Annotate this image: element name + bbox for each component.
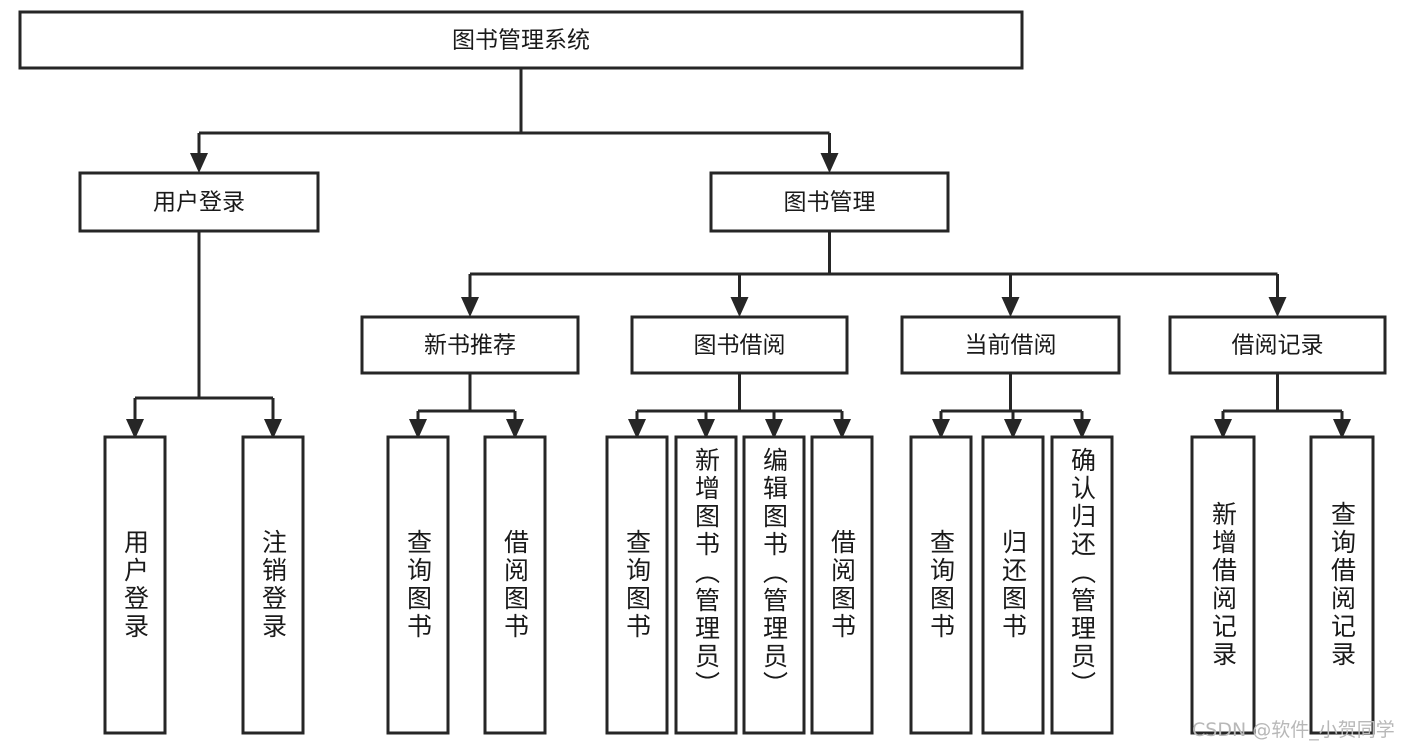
leaf-box-rect [103,435,167,735]
level2-label-0: 用户登录 [153,190,245,216]
leaf-box-rect [1309,435,1375,735]
arrow-down-icon [628,419,646,439]
arrow-down-icon [697,419,715,439]
leaf-label: 查询图书 [926,529,956,641]
leaf-box-rect [742,435,806,735]
leaf-box-1 [241,435,305,735]
root-box-rect [18,10,1024,70]
leaf-box-rect [810,435,874,735]
leaf-box-7 [810,435,874,735]
level3-box-1 [630,315,849,375]
arrow-down-icon [833,419,851,439]
leaf-box-rect [1190,435,1256,735]
leaf-box-rect [386,435,450,735]
root-label-0: 图书管理系统 [452,28,590,54]
leaf-box-6 [742,435,806,735]
level3-label-0: 新书推荐 [424,333,516,359]
leaf-label: 注销登录 [258,529,288,641]
arrow-down-icon [1268,297,1287,317]
leaf-box-12 [1309,435,1375,735]
arrow-down-icon [1001,297,1020,317]
arrow-down-icon [1073,419,1091,439]
level2-box-1 [709,171,950,233]
leaf-box-11 [1190,435,1256,735]
leaf-label: 查询图书 [403,529,433,641]
level3-box-rect [360,315,580,375]
level2-box-rect [709,171,950,233]
level2-box-rect [78,171,320,233]
leaf-label: 查询借阅记录 [1327,501,1357,669]
leaf-box-rect [605,435,669,735]
arrow-down-icon [461,297,479,317]
arrow-down-icon [765,419,783,439]
leaf-box-rect [483,435,547,735]
level3-box-0 [360,315,580,375]
leaf-box-4 [605,435,669,735]
leaf-box-rect [981,435,1045,735]
level3-box-3 [1168,315,1387,375]
level2-label-1: 图书管理 [784,190,876,216]
leaf-box-rect [241,435,305,735]
leaf-box-9 [981,435,1045,735]
arrow-down-icon [820,153,839,173]
leaf-label: 新增图书（管理员） [691,447,721,699]
leaf-label: 借阅图书 [827,529,857,641]
root-box [18,10,1024,70]
arrow-down-icon [1004,419,1022,439]
arrow-down-icon [409,419,427,439]
leaf-label: 新增借阅记录 [1208,501,1238,669]
level3-label-2: 当前借阅 [965,333,1057,359]
level3-label-1: 图书借阅 [694,333,786,359]
connector-lines [126,68,1351,439]
level3-box-rect [1168,315,1387,375]
arrow-down-icon [1333,419,1351,439]
leaf-label: 归还图书 [998,529,1028,641]
level3-box-rect [630,315,849,375]
leaf-label: 查询图书 [622,529,652,641]
leaf-label: 确认归还（管理员） [1067,447,1097,699]
leaf-box-rect [674,435,738,735]
arrow-down-icon [506,419,524,439]
level3-box-rect [900,315,1121,375]
leaf-box-0 [103,435,167,735]
arrow-down-icon [1214,419,1232,439]
leaf-label: 借阅图书 [500,529,530,641]
leaf-box-10 [1050,435,1114,735]
leaf-box-8 [909,435,973,735]
leaf-label: 编辑图书（管理员） [759,447,789,699]
watermark: CSDN @软件_小贺同学 [1192,719,1395,741]
level3-label-3: 借阅记录 [1232,333,1324,359]
leaf-box-rect [909,435,973,735]
arrow-down-icon [190,153,208,173]
node-boxes [18,10,1387,735]
level2-box-0 [78,171,320,233]
leaf-label: 用户登录 [120,529,150,641]
leaf-box-2 [386,435,450,735]
arrow-down-icon [932,419,950,439]
leaf-box-3 [483,435,547,735]
leaf-box-5 [674,435,738,735]
level3-box-2 [900,315,1121,375]
leaf-box-rect [1050,435,1114,735]
arrow-down-icon [264,419,282,439]
arrow-down-icon [126,419,144,439]
arrow-down-icon [730,297,749,317]
